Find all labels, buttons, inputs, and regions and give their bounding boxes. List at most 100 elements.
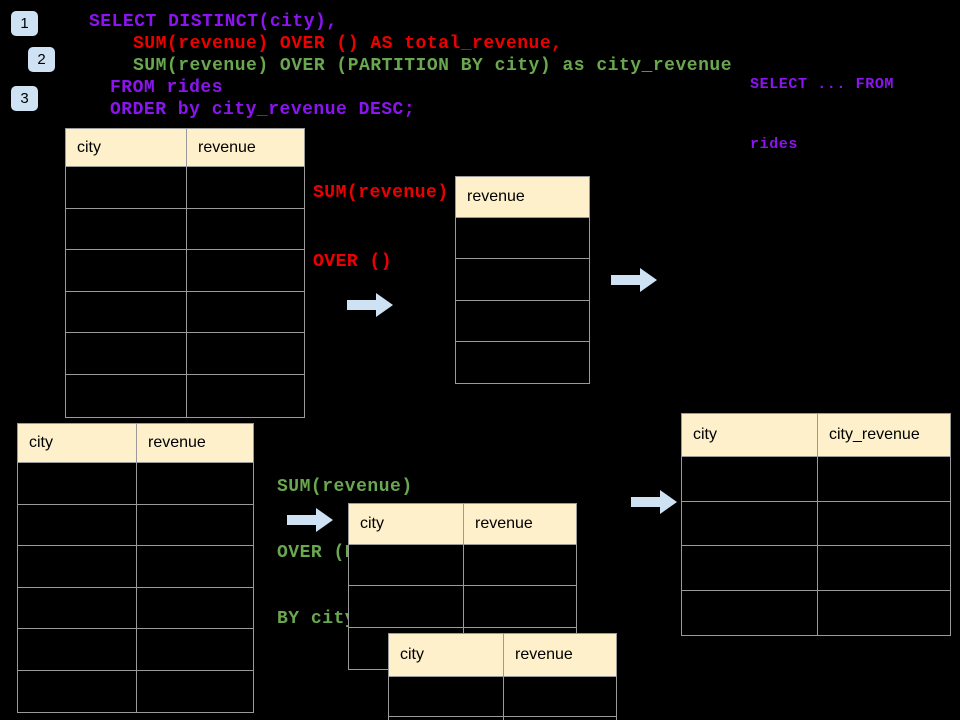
table-row (66, 167, 304, 209)
sql-line-order-by: ORDER by city_revenue DESC; (110, 100, 416, 120)
flow-arrow-right-icon (347, 293, 393, 317)
table-row (349, 586, 576, 628)
column-header: revenue (464, 504, 576, 545)
table-cell (187, 167, 304, 209)
table-cell (456, 218, 589, 260)
table-cell (389, 717, 504, 720)
table-row (682, 590, 950, 636)
sql-line-partition: SUM(revenue) OVER (PARTITION BY city) as… (133, 56, 732, 76)
annotation-total-revenue: SUM(revenue) OVER () (313, 136, 449, 320)
table-cell (18, 587, 137, 629)
table-cell (66, 333, 187, 375)
table-row (456, 259, 589, 301)
table-cell (18, 504, 137, 546)
table-cell (456, 301, 589, 342)
table-cell (137, 463, 253, 505)
table-cell (66, 208, 187, 251)
table-cell (137, 505, 253, 546)
table-cell (18, 629, 137, 671)
table-cell (349, 545, 464, 587)
table-cell (137, 671, 253, 713)
table-cell (682, 457, 818, 502)
column-header: revenue (137, 424, 253, 463)
table-row (456, 301, 589, 342)
table-cell (504, 677, 616, 717)
column-header: city_revenue (818, 414, 950, 457)
table-cell (66, 167, 187, 209)
table-row (18, 463, 253, 505)
step-badge-1: 1 (11, 11, 38, 36)
table-cell (187, 250, 304, 292)
sql-line-from: FROM rides (110, 78, 224, 98)
annotation-line: SUM(revenue) (313, 183, 449, 203)
column-header: city (682, 414, 818, 457)
table-cell (137, 629, 253, 671)
table-cell (682, 546, 818, 591)
table-row (349, 545, 576, 587)
table-cell (456, 342, 589, 383)
table-cell (18, 670, 137, 712)
table-row (682, 457, 950, 502)
table-row (389, 677, 616, 717)
table-cell (18, 546, 137, 588)
flow-arrow-right-icon (631, 490, 677, 514)
table-header-row: revenue (456, 177, 589, 218)
table-row (18, 546, 253, 588)
table-row (456, 342, 589, 383)
table-cell (389, 677, 504, 717)
column-header: city (349, 504, 464, 545)
table-cell (18, 463, 137, 505)
table-row (66, 250, 304, 292)
table-cell (682, 590, 818, 635)
side-note-line: SELECT ... FROM (750, 76, 895, 93)
column-header: city (18, 424, 137, 463)
column-header: revenue (456, 177, 589, 218)
table-row (389, 717, 616, 720)
annotation-line: OVER () (313, 252, 393, 272)
table-cell (456, 259, 589, 301)
step-badge-3: 3 (11, 86, 38, 111)
table-cell (187, 375, 304, 417)
sql-line-total-revenue: SUM(revenue) OVER () AS total_revenue, (133, 34, 563, 54)
side-note-select-from-rides: SELECT ... FROM rides (750, 35, 894, 195)
step-badge-2: 2 (28, 47, 55, 72)
table-cell (66, 291, 187, 334)
column-header: city (389, 634, 504, 677)
table-row (18, 629, 253, 671)
table-row (682, 501, 950, 546)
column-header: revenue (187, 129, 304, 167)
table-row (66, 208, 304, 251)
annotation-line: SUM(revenue) (277, 477, 413, 497)
table-cell (66, 250, 187, 292)
flow-arrow-right-icon (611, 268, 657, 292)
table-cell (137, 588, 253, 629)
table-total-revenue-result: revenue (455, 176, 590, 385)
table-cell (187, 333, 304, 375)
table-cell (818, 591, 950, 636)
table-row (456, 218, 589, 260)
table-cell (137, 546, 253, 588)
sql-line-select: SELECT DISTINCT(city), (89, 12, 338, 32)
column-header: revenue (504, 634, 616, 677)
table-cell (818, 502, 950, 546)
table-row (66, 291, 304, 334)
table-cell (187, 209, 304, 251)
table-cell (187, 292, 304, 334)
table-cell (682, 501, 818, 546)
table-cell (66, 374, 187, 417)
table-cell (349, 586, 464, 628)
side-note-line: rides (750, 136, 799, 153)
table-cell (464, 545, 576, 587)
table-row (66, 374, 304, 417)
table-row (18, 587, 253, 629)
table-cell (818, 546, 950, 591)
